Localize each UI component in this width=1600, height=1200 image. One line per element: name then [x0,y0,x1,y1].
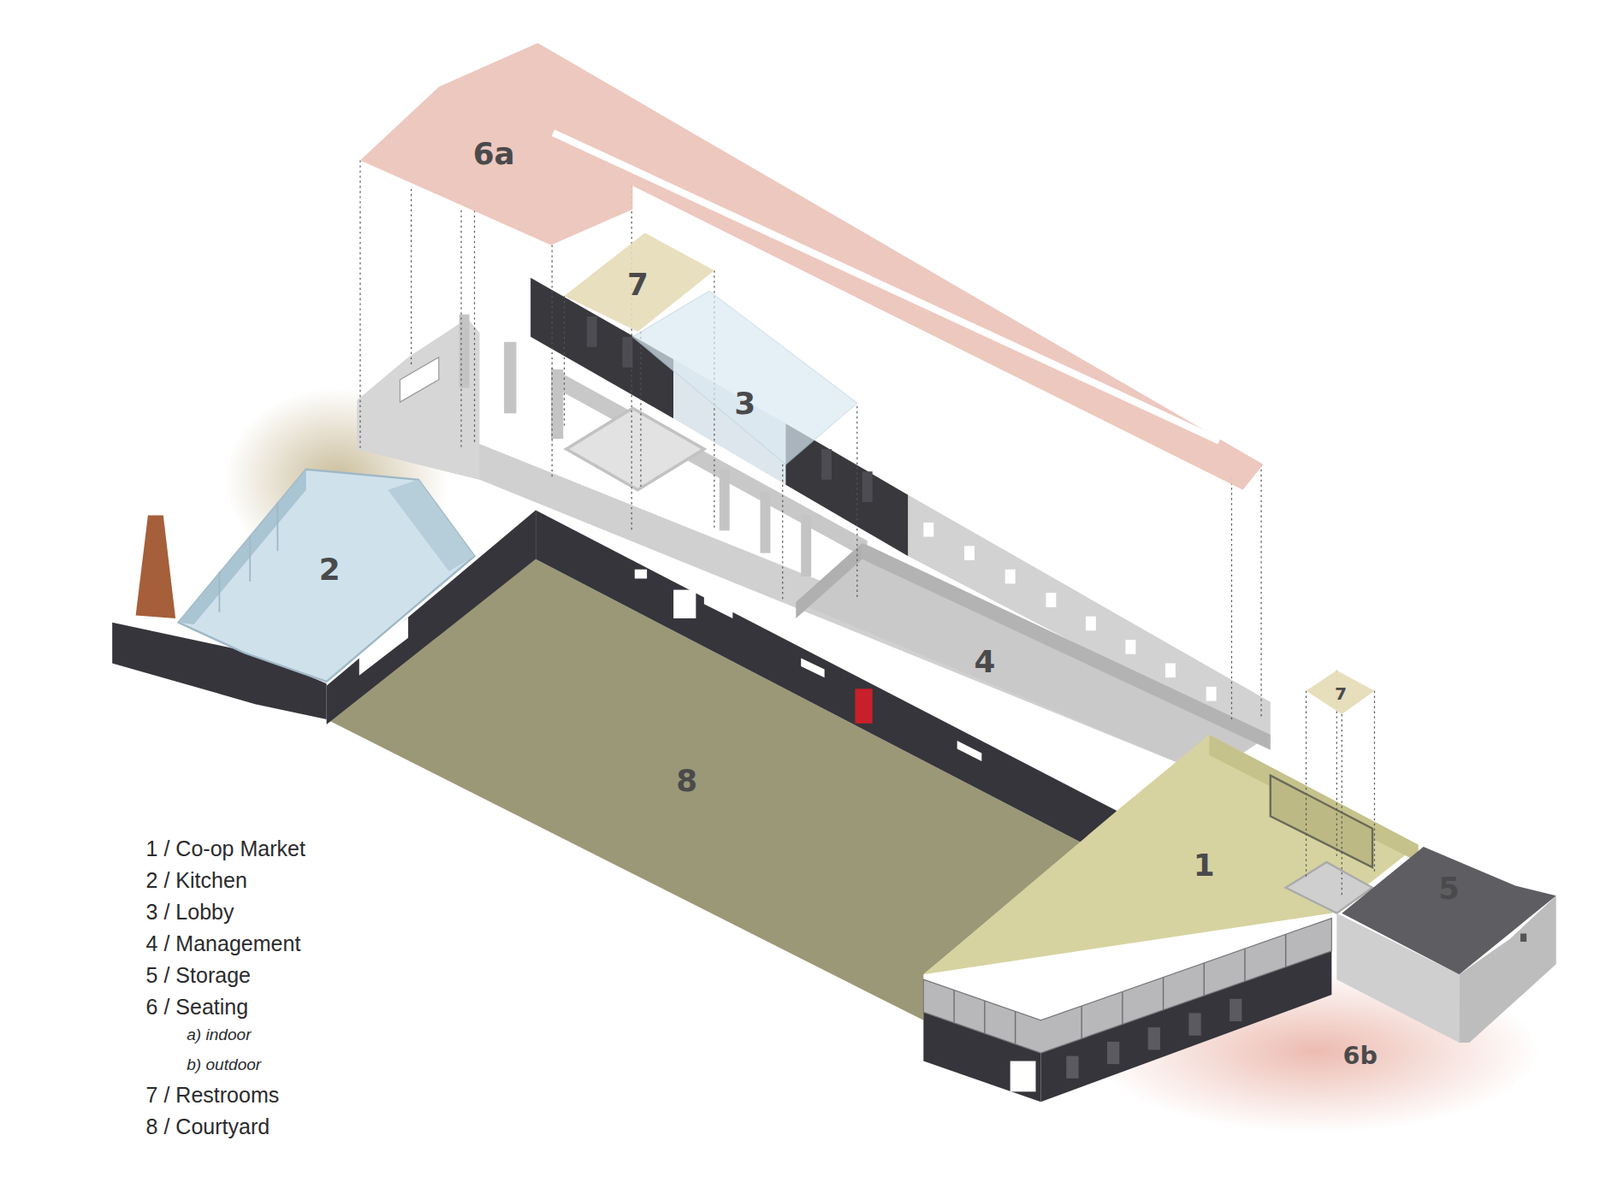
callout-number: 2 [319,551,341,587]
legend-text: 8 / Courtyard [146,1114,271,1140]
legend-text: 4 / Management [146,931,302,957]
legend-text: 7 / Restrooms [146,1083,280,1109]
legend-text: 6 / Seating [146,995,249,1020]
legend-text: 1 / Co-op Market [146,836,306,862]
legend-text: b) outdoor [186,1055,261,1075]
callout-number: 6b [1343,1041,1378,1071]
callout-number: 7 [1334,683,1347,705]
legend-text: 5 / Storage [146,963,251,989]
callout-number: 8 [675,763,698,799]
legend-text: 3 / Lobby [146,900,235,925]
callout-number: 4 [973,643,996,679]
callout-number: 6a [473,135,516,171]
callout-number: 3 [734,385,756,421]
callout-number: 5 [1438,870,1460,906]
callout-number: 7 [627,266,649,302]
legend-text: a) indoor [186,1025,251,1045]
callout-number: 1 [1193,847,1215,883]
legend-text: 2 / Kitchen [146,868,248,894]
